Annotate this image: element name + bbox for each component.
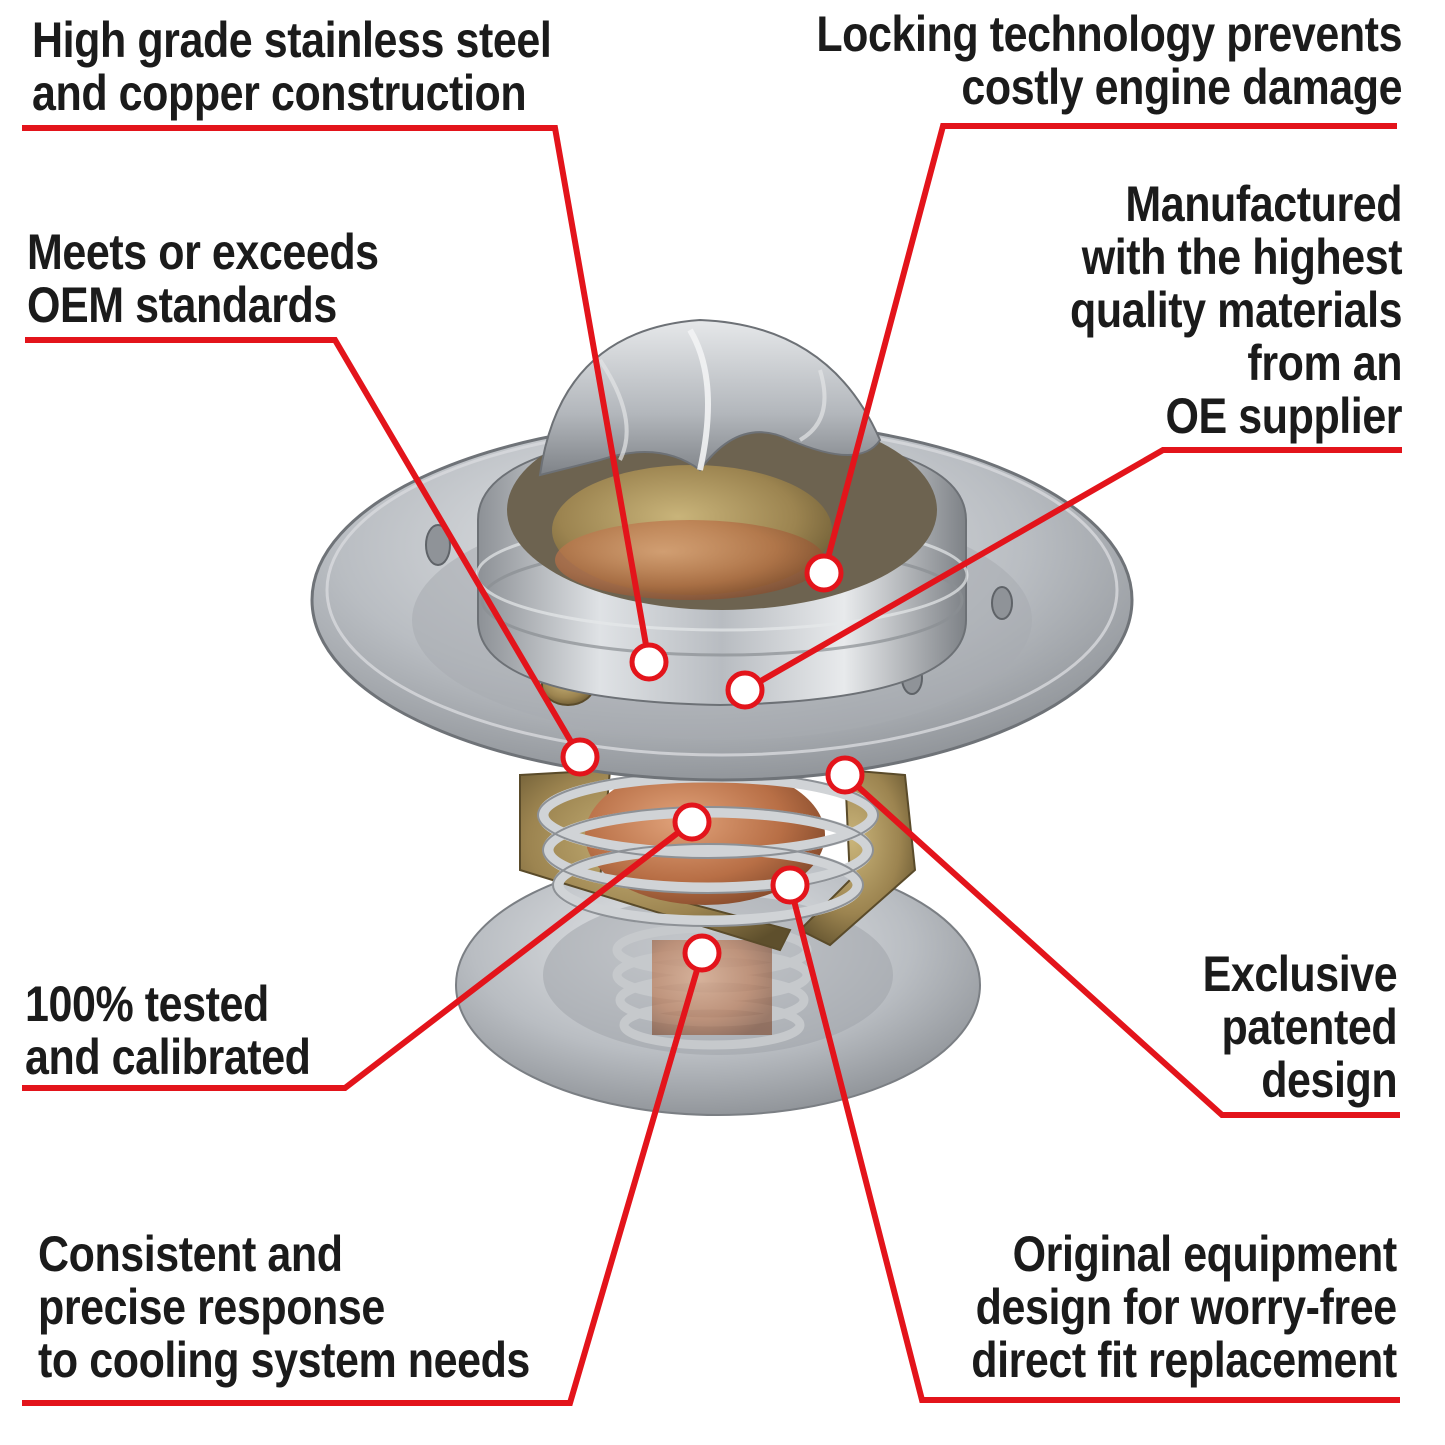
callout-marker-stainless [629, 642, 669, 682]
callout-stainless: High grade stainless steel and copper co… [32, 12, 552, 121]
leader-line-materials [743, 447, 1402, 693]
callout-tested: 100% tested and calibrated [25, 978, 311, 1084]
callout-line: quality materials [1069, 282, 1402, 338]
callout-line: to cooling system needs [38, 1332, 530, 1388]
leader-line-stainless [22, 125, 652, 663]
callout-line: High grade stainless steel [32, 12, 552, 68]
callout-line: precise response [38, 1279, 385, 1335]
leader-line-oem [25, 337, 583, 759]
callout-exclusive: Exclusive patented design [1202, 948, 1397, 1107]
callout-marker-locking [804, 553, 844, 593]
callout-line: OE supplier [1165, 388, 1402, 444]
callout-line: 100% tested [25, 976, 269, 1032]
callout-line: Consistent and [38, 1226, 343, 1282]
callout-line: Meets or exceeds [27, 224, 379, 280]
callout-marker-consistent [682, 933, 722, 973]
callout-line: Exclusive [1202, 946, 1397, 1002]
callout-marker-oem [560, 737, 600, 777]
callout-line: OEM standards [27, 277, 337, 333]
callout-original: Original equipment design for worry-free… [971, 1226, 1398, 1388]
leader-line-locking [821, 123, 1397, 574]
leader-line-tested [22, 819, 694, 1091]
callout-marker-tested [672, 802, 712, 842]
callout-materials: Manufactured with the highest quality ma… [1070, 178, 1402, 443]
leader-line-consistent [22, 952, 705, 1406]
thermostat-icon [310, 318, 1134, 1116]
leader-line-exclusive [842, 772, 1400, 1118]
callout-line: design [1260, 1052, 1397, 1108]
callout-marker-exclusive [825, 755, 865, 795]
callout-line: Locking technology prevents [816, 6, 1402, 62]
callout-oem: Meets or exceeds OEM standards [27, 226, 379, 332]
callout-marker-original [770, 865, 810, 905]
callout-consistent: Consistent and precise response to cooli… [38, 1228, 530, 1387]
callout-locking: Locking technology prevents costly engin… [816, 8, 1402, 114]
callout-line: and copper construction [32, 65, 527, 121]
callout-line: costly engine damage [961, 59, 1402, 115]
callout-line: Original equipment [1012, 1226, 1398, 1282]
callout-line: patented [1221, 999, 1397, 1055]
callout-marker-materials [725, 670, 765, 710]
callout-line: and calibrated [25, 1029, 311, 1085]
callout-line: with the highest [1081, 229, 1403, 285]
callout-line: design for worry-free [975, 1279, 1397, 1335]
callout-line: Manufactured [1125, 176, 1402, 232]
leader-line-original [787, 884, 1400, 1403]
callout-line: from an [1247, 335, 1402, 391]
callout-line: direct fit replacement [971, 1332, 1398, 1388]
